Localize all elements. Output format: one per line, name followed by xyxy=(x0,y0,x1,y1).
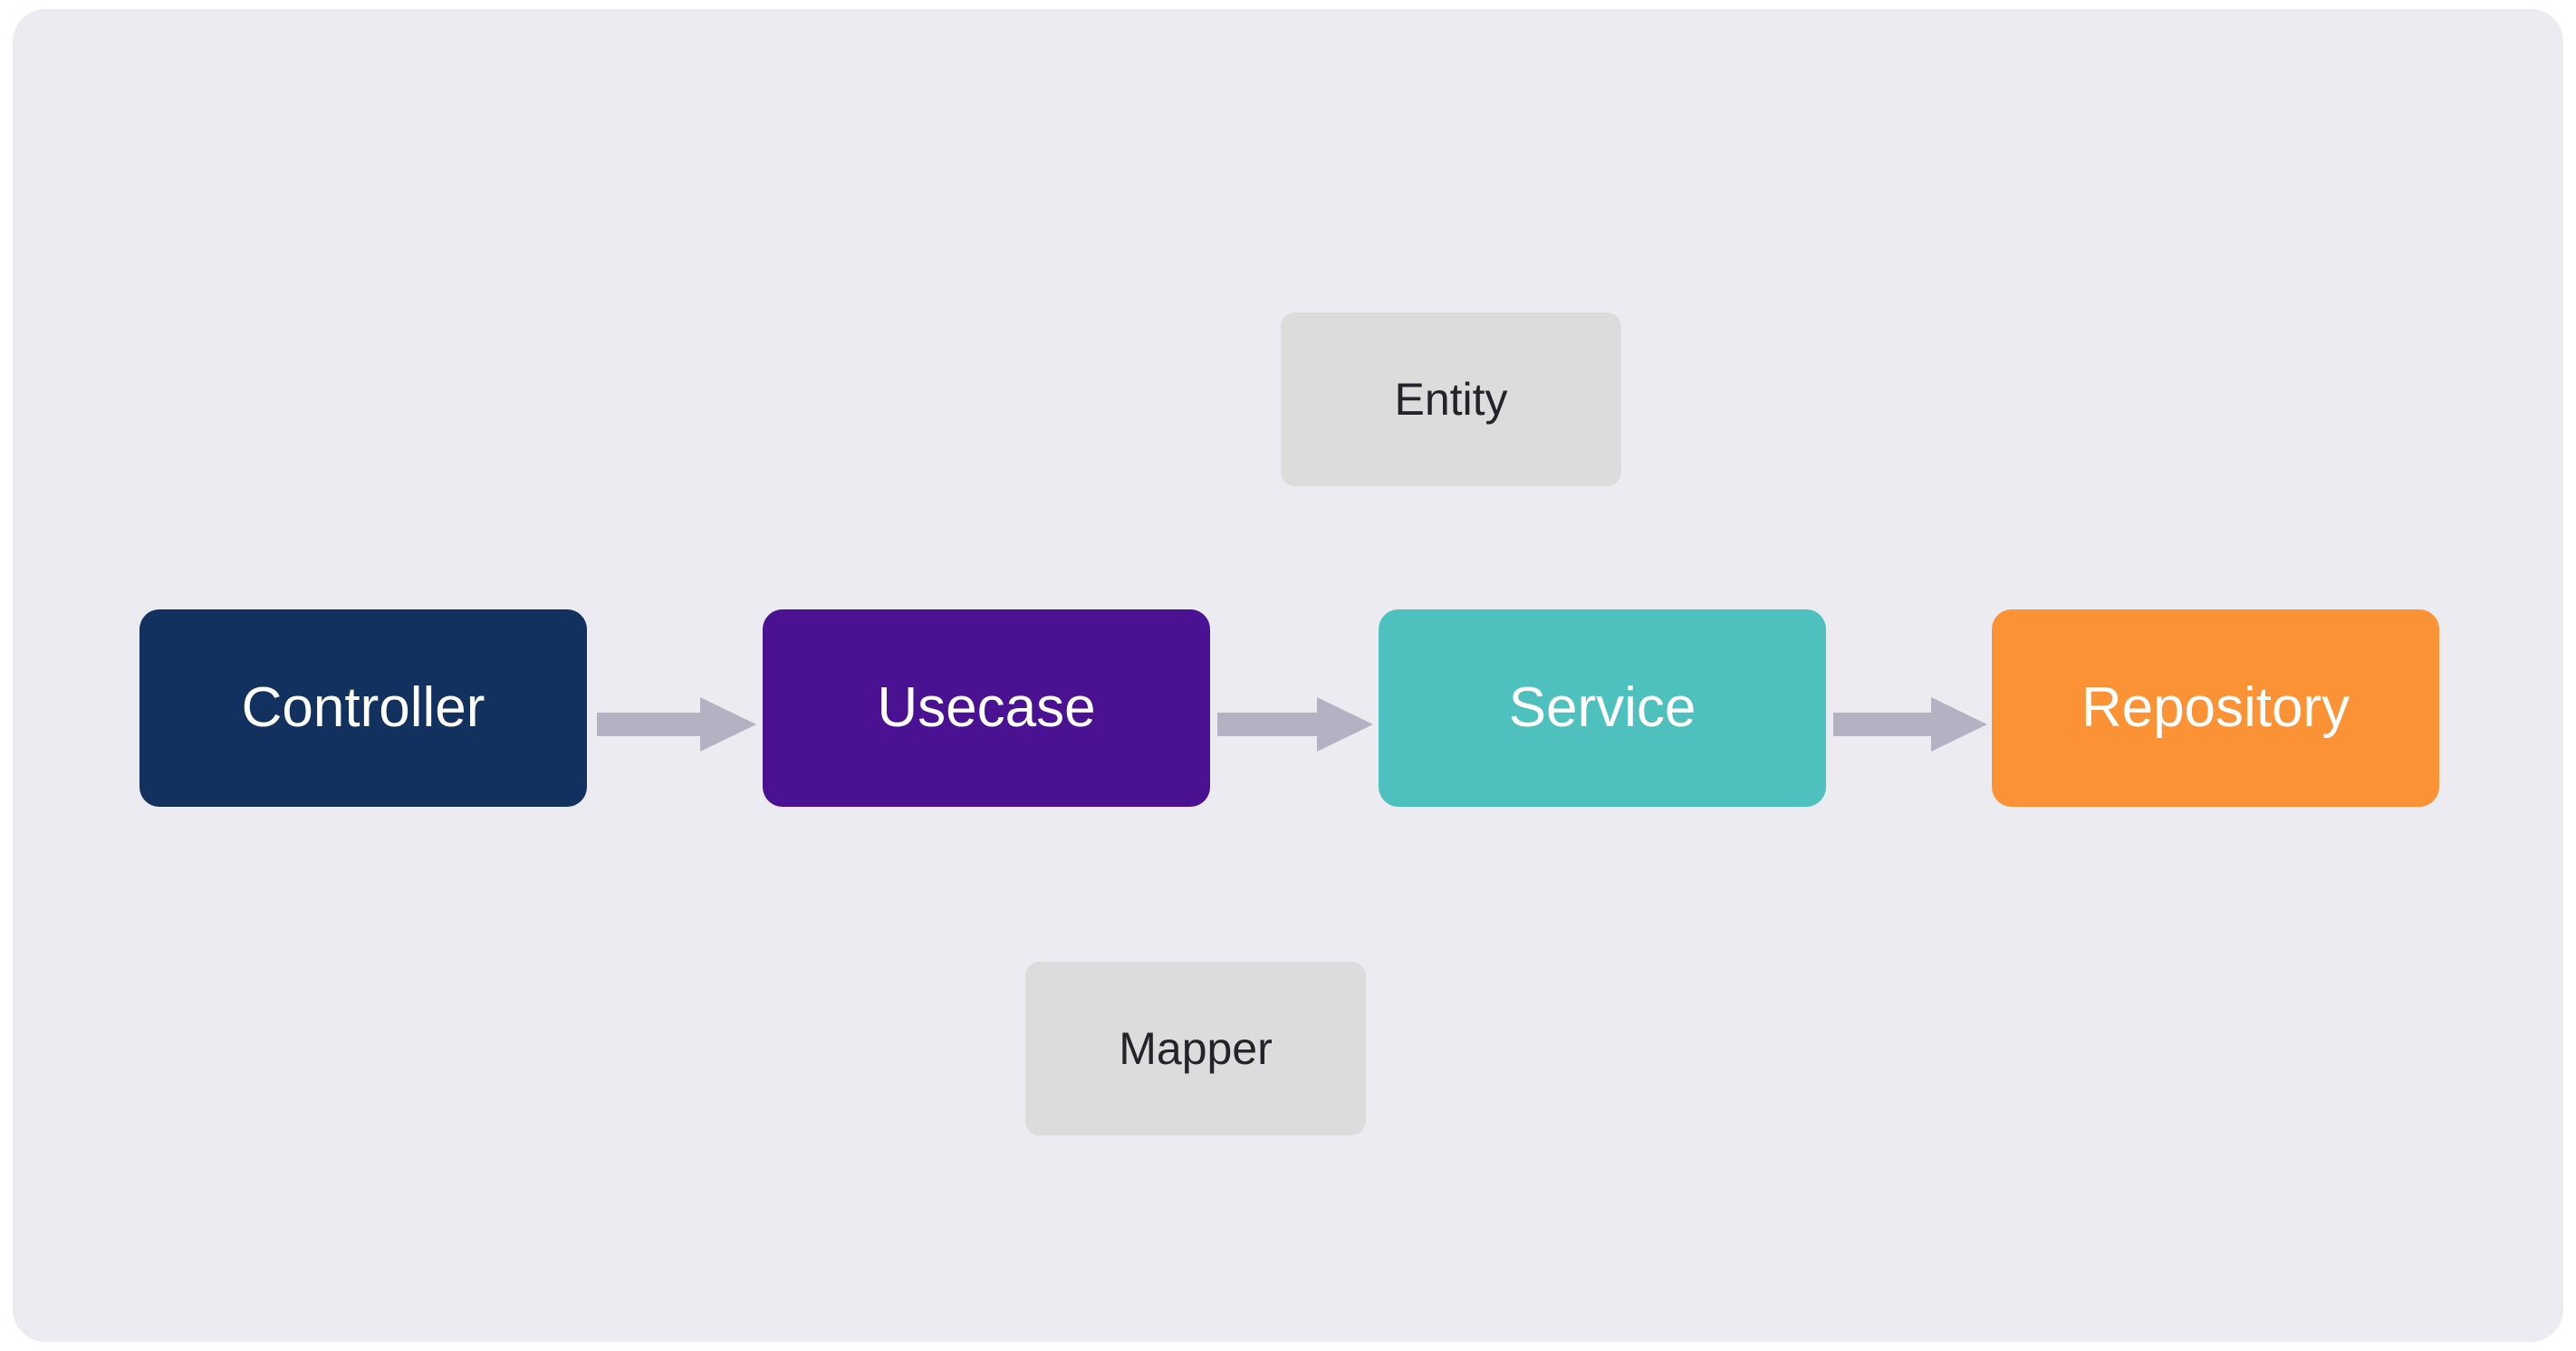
node-controller[interactable]: Controller xyxy=(139,609,587,807)
node-service[interactable]: Service xyxy=(1379,609,1826,807)
node-label-controller: Controller xyxy=(241,676,485,740)
node-label-mapper: Mapper xyxy=(1119,1022,1273,1074)
arrow-controller-to-usecase xyxy=(597,686,756,762)
node-label-entity: Entity xyxy=(1394,373,1508,425)
node-label-repository: Repository xyxy=(2081,676,2350,740)
node-label-usecase: Usecase xyxy=(877,676,1096,740)
arrow-glyph xyxy=(1217,697,1373,752)
node-mapper[interactable]: Mapper xyxy=(1025,962,1366,1135)
diagram-canvas: Controller Usecase Service Repository Entity… xyxy=(13,9,2563,1342)
arrow-service-to-repository xyxy=(1833,686,1987,762)
node-entity[interactable]: Entity xyxy=(1281,312,1621,486)
node-repository[interactable]: Repository xyxy=(1992,609,2439,807)
node-usecase[interactable]: Usecase xyxy=(763,609,1210,807)
arrow-glyph xyxy=(1833,697,1987,752)
node-label-service: Service xyxy=(1508,676,1697,740)
arrow-usecase-to-service xyxy=(1217,686,1373,762)
arrow-glyph xyxy=(597,697,756,752)
